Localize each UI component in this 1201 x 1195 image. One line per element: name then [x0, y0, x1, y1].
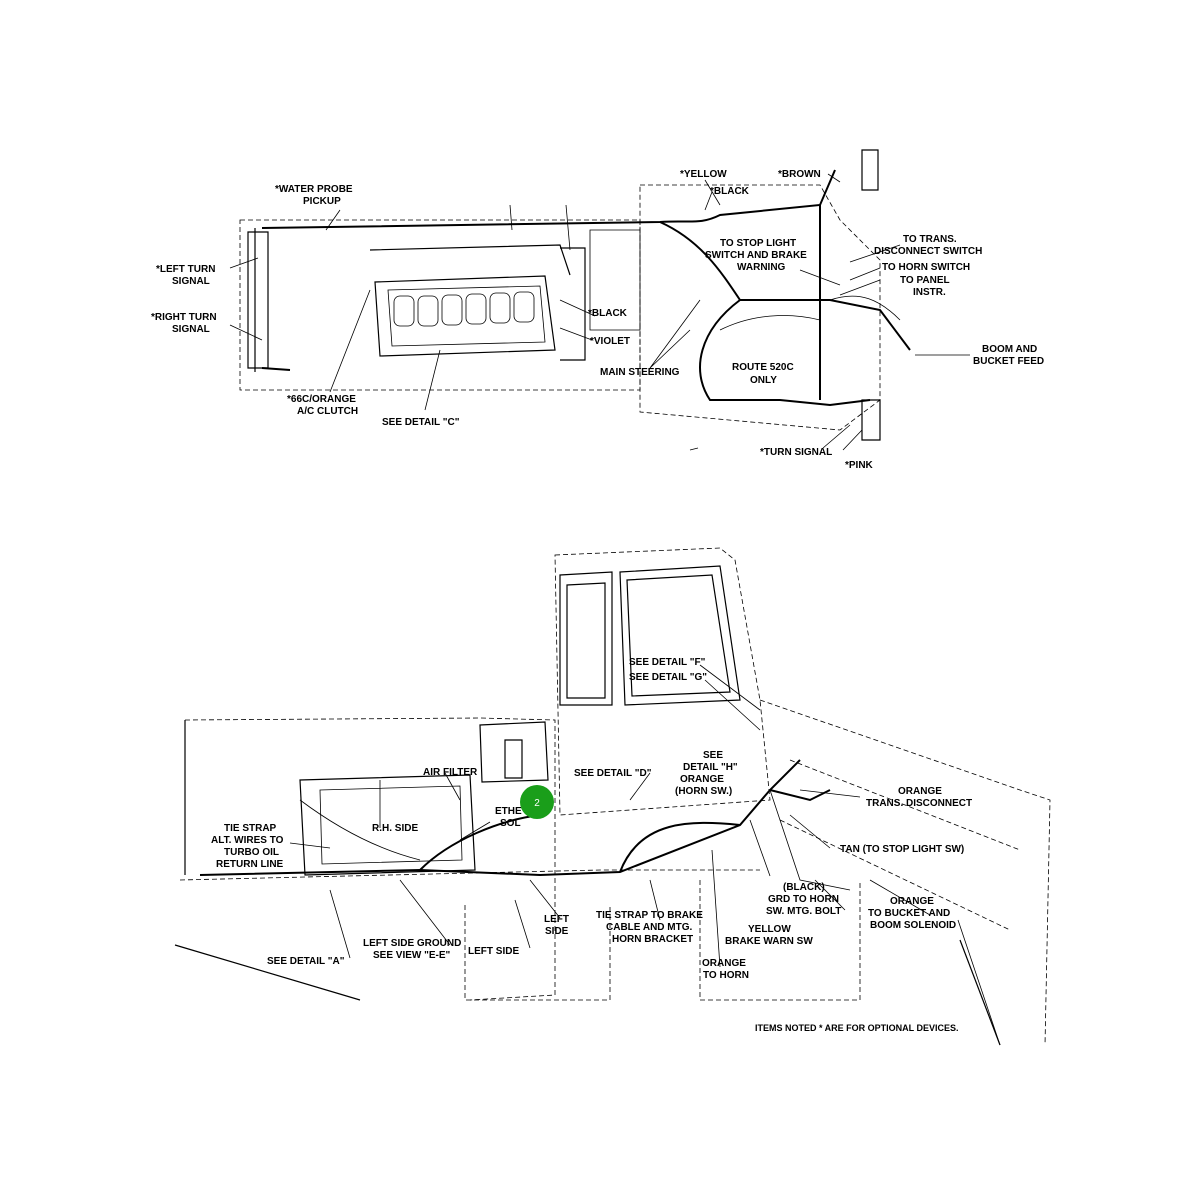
label-detail-g: SEE DETAIL "G": [629, 672, 707, 683]
label-panel-instr: TO PANEL: [900, 275, 950, 286]
label-violet: *VIOLET: [590, 336, 630, 347]
label-yellow-brake-2: BRAKE WARN SW: [725, 936, 813, 947]
marker-label: 2: [534, 798, 540, 809]
label-detail-h-2: DETAIL "H": [683, 762, 738, 773]
label-yellow: *YELLOW: [680, 169, 727, 180]
label-horn-switch: TO HORN SWITCH: [882, 262, 970, 273]
label-see-detail-a: SEE DETAIL "A": [267, 956, 345, 967]
label-orange-horn-2: TO HORN: [703, 970, 749, 981]
label-orange-bucket-2: TO BUCKET AND: [868, 908, 950, 919]
marker-circle[interactable]: [520, 785, 554, 819]
label-right-turn-2: SIGNAL: [172, 324, 210, 335]
label-water-probe-2: PICKUP: [303, 196, 341, 207]
label-water-probe: *WATER PROBE: [275, 184, 353, 195]
label-see-detail-c: SEE DETAIL "C": [382, 417, 460, 428]
label-ac-clutch-2: A/C CLUTCH: [297, 406, 358, 417]
label-left-side-a-2: SIDE: [545, 926, 569, 937]
label-route: ROUTE 520C: [732, 362, 794, 373]
label-rh-side: R.H. SIDE: [372, 823, 418, 834]
label-left-turn-2: SIGNAL: [172, 276, 210, 287]
label-pink: *PINK: [845, 460, 874, 471]
label-black-grd-3: SW. MTG. BOLT: [766, 906, 841, 917]
label-trans-disconnect: TO TRANS.: [903, 234, 957, 245]
label-detail-h-3: ORANGE: [680, 774, 724, 785]
top-view-drawing: [229, 149, 970, 451]
label-main-steering: MAIN STEERING: [600, 367, 680, 378]
label-tie-strap-alt-3: TURBO OIL: [224, 847, 279, 858]
label-black-top: *BLACK: [710, 186, 750, 197]
label-detail-f: SEE DETAIL "F": [629, 657, 706, 668]
label-turn-signal: *TURN SIGNAL: [760, 447, 832, 458]
label-tie-strap-brake: TIE STRAP TO BRAKE: [596, 910, 703, 921]
label-air-filter: AIR FILTER: [423, 767, 478, 778]
label-orange-bucket-3: BOOM SOLENOID: [870, 920, 956, 931]
label-orange-trans-2: TRANS. DISCONNECT: [866, 798, 972, 809]
label-tie-strap-alt: TIE STRAP: [224, 823, 277, 834]
label-ac-clutch: *66C/ORANGE: [287, 394, 356, 405]
label-ether-2: SOL: [500, 818, 521, 829]
top-view-labels: *WATER PROBE PICKUP *YELLOW *BLACK *BROW…: [151, 169, 1044, 471]
label-right-turn: *RIGHT TURN: [151, 312, 217, 323]
label-black-mid: *BLACK: [588, 308, 628, 319]
label-left-side-ground: LEFT SIDE GROUND: [363, 938, 461, 949]
label-boom-bucket: BOOM AND: [982, 344, 1037, 355]
label-left-side-ground-2: SEE VIEW "E-E": [373, 950, 451, 961]
label-tie-strap-brake-2: CABLE AND MTG.: [606, 922, 693, 933]
label-trans-disconnect-2: DISCONNECT SWITCH: [874, 246, 982, 257]
label-see-detail-d: SEE DETAIL "D": [574, 768, 652, 779]
label-tie-strap-alt-4: RETURN LINE: [216, 859, 284, 870]
label-left-side-b: LEFT SIDE: [468, 946, 519, 957]
label-brown: *BROWN: [778, 169, 821, 180]
label-tie-strap-brake-3: HORN BRACKET: [612, 934, 693, 945]
label-black-grd: (BLACK): [783, 882, 825, 893]
side-view-drawing: [174, 547, 1051, 1046]
footnote: ITEMS NOTED * ARE FOR OPTIONAL DEVICES.: [755, 1023, 959, 1033]
side-view-labels: SEE DETAIL "F" SEE DETAIL "G" SEE DETAIL…: [211, 657, 972, 981]
label-route-2: ONLY: [750, 375, 777, 386]
label-stop-light: TO STOP LIGHT: [720, 238, 796, 249]
label-detail-h: SEE: [703, 750, 723, 761]
label-detail-h-4: (HORN SW.): [675, 786, 732, 797]
label-stop-light-3: WARNING: [737, 262, 786, 273]
callout-marker[interactable]: 2: [520, 785, 554, 819]
label-stop-light-2: SWITCH AND BRAKE: [705, 250, 807, 261]
label-ether: ETHE: [495, 806, 522, 817]
label-boom-bucket-2: BUCKET FEED: [973, 356, 1044, 367]
label-tan-stop: TAN (TO STOP LIGHT SW): [840, 844, 964, 855]
label-panel-instr-2: INSTR.: [913, 287, 946, 298]
label-left-side-a: LEFT: [544, 914, 569, 925]
label-orange-trans: ORANGE: [898, 786, 942, 797]
label-tie-strap-alt-2: ALT. WIRES TO: [211, 835, 284, 846]
label-orange-horn: ORANGE: [702, 958, 746, 969]
label-yellow-brake: YELLOW: [748, 924, 791, 935]
label-black-grd-2: GRD TO HORN: [768, 894, 839, 905]
label-orange-bucket: ORANGE: [890, 896, 934, 907]
label-left-turn: *LEFT TURN: [156, 264, 215, 275]
